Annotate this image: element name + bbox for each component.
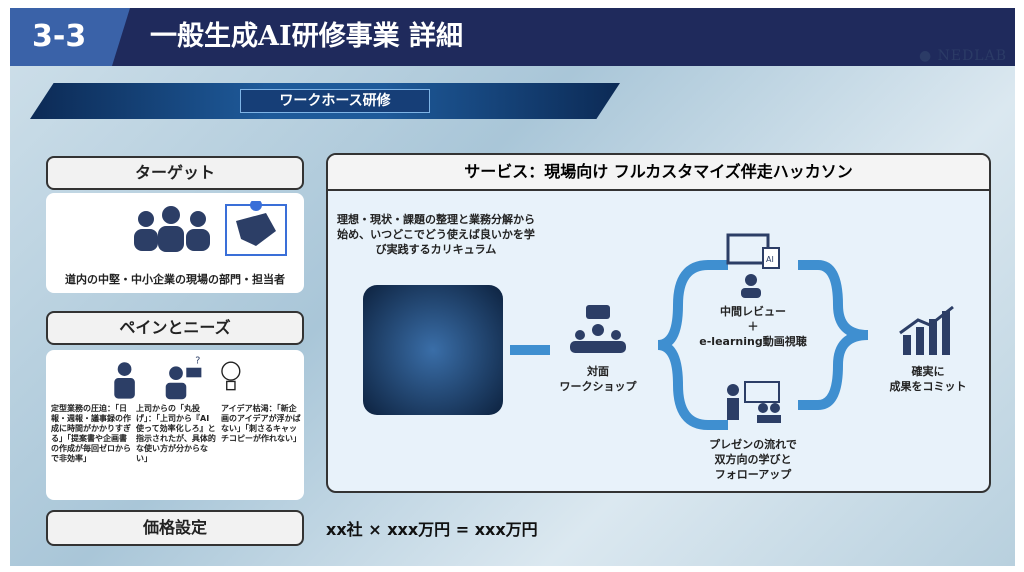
svg-text:?: ? (195, 356, 200, 367)
workshop-icon (570, 305, 626, 353)
target-description: 道内の中堅・中小企業の現場の部門・担当者 (65, 273, 285, 286)
pain-item: 定型業務の圧迫：「日報・週報・議事録の作成に時間がかかりすぎる」「提案書や企画書… (51, 404, 131, 463)
growth-chart-icon (899, 305, 954, 355)
banner-label: ワークホース研修 (240, 89, 430, 113)
review-label: 中間レビュー ＋ e-learning動画視聴 (699, 305, 807, 348)
review-icon: AI (726, 233, 780, 298)
pricing-formula: xx社 × xxx万円 = xxx万円 (326, 520, 538, 539)
service-panel: サービス：現場向け フルカスタマイズ伴走ハッカソン 理想・現状・課題の整理と業務… (326, 153, 991, 493)
page-title: 一般生成AI研修事業 詳細 (150, 21, 463, 52)
target-panel: 道内の中堅・中小企業の現場の部門・担当者 (46, 193, 304, 293)
curriculum-text: 理想・現状・課題の整理と業務分解から始め、いつどこでどう使えば良いかを学び実践す… (337, 213, 535, 256)
pains-heading: ペインとニーズ (46, 311, 304, 345)
slide: 3-3 一般生成AI研修事業 詳細 ● NEDLAB ワークホース研修 ターゲッ… (10, 8, 1015, 566)
service-heading: サービス：現場向け フルカスタマイズ伴走ハッカソン (328, 155, 989, 191)
pain-item: アイデア枯渇：「新企画のアイデアが浮かばない」「刺さるキャッチコピーが作れない」 (221, 404, 301, 443)
result-label: 確実に 成果をコミット (889, 365, 967, 393)
people-icon (134, 201, 287, 256)
section-number: 3-3 (10, 8, 130, 66)
presentation-icon (727, 381, 781, 423)
svg-text:AI: AI (766, 255, 774, 264)
pains-panel: ? 定型業務の圧迫：「日報・週報・議事録の作成に時間がかかりすぎる」「提案書や企… (46, 350, 304, 500)
workshop-label: 対面 ワークショップ (559, 365, 637, 393)
banner: ワークホース研修 (30, 83, 620, 119)
logo: ● NEDLAB (918, 48, 1007, 64)
laptop-books-image (363, 285, 503, 415)
presentation-label: プレゼンの流れで 双方向の学びと フォローアップ (709, 438, 797, 481)
merge-arrows (798, 260, 869, 410)
branch-arrows (657, 260, 728, 430)
arrow-icon (510, 345, 550, 355)
pain-icons: ? (114, 356, 241, 400)
header: 3-3 一般生成AI研修事業 詳細 (10, 8, 1015, 66)
target-heading: ターゲット (46, 156, 304, 190)
pricing-heading: 価格設定 (46, 510, 304, 546)
pain-item: 上司からの「丸投げ」：「上司から『AI使って効率化しろ』と指示されたが、具体的な… (136, 404, 216, 463)
